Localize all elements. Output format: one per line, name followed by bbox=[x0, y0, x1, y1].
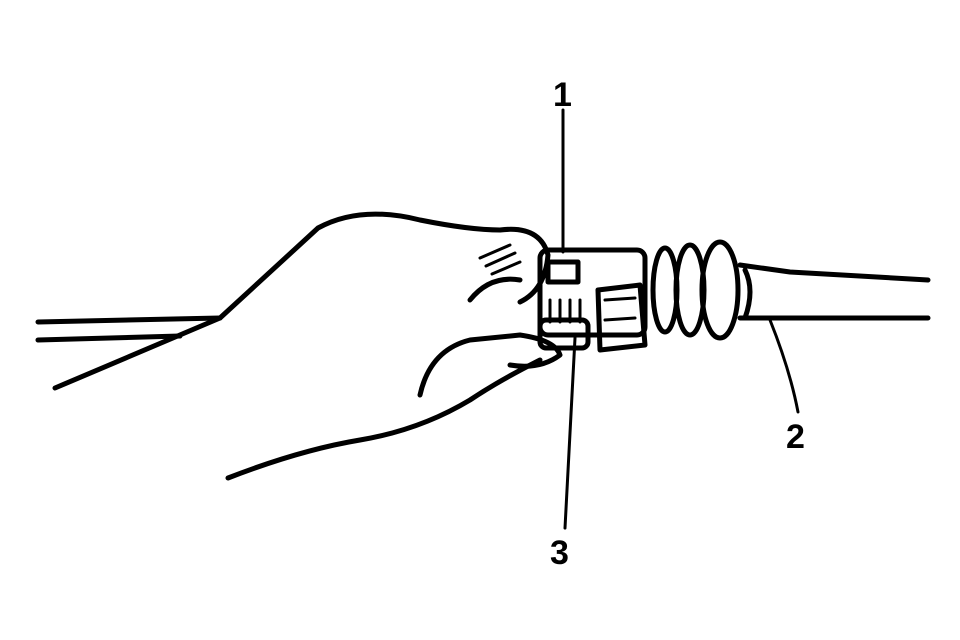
left-cable bbox=[35, 315, 223, 343]
callout-1: 1 bbox=[553, 76, 572, 114]
callout-3: 3 bbox=[550, 534, 569, 572]
spring bbox=[650, 239, 741, 341]
right-cable bbox=[737, 262, 931, 321]
connector-body bbox=[537, 247, 648, 338]
leader-3 bbox=[563, 336, 577, 530]
hand bbox=[467, 226, 551, 305]
leader-2 bbox=[768, 318, 800, 414]
forearm bbox=[52, 211, 503, 391]
callout-2: 2 bbox=[786, 418, 805, 456]
